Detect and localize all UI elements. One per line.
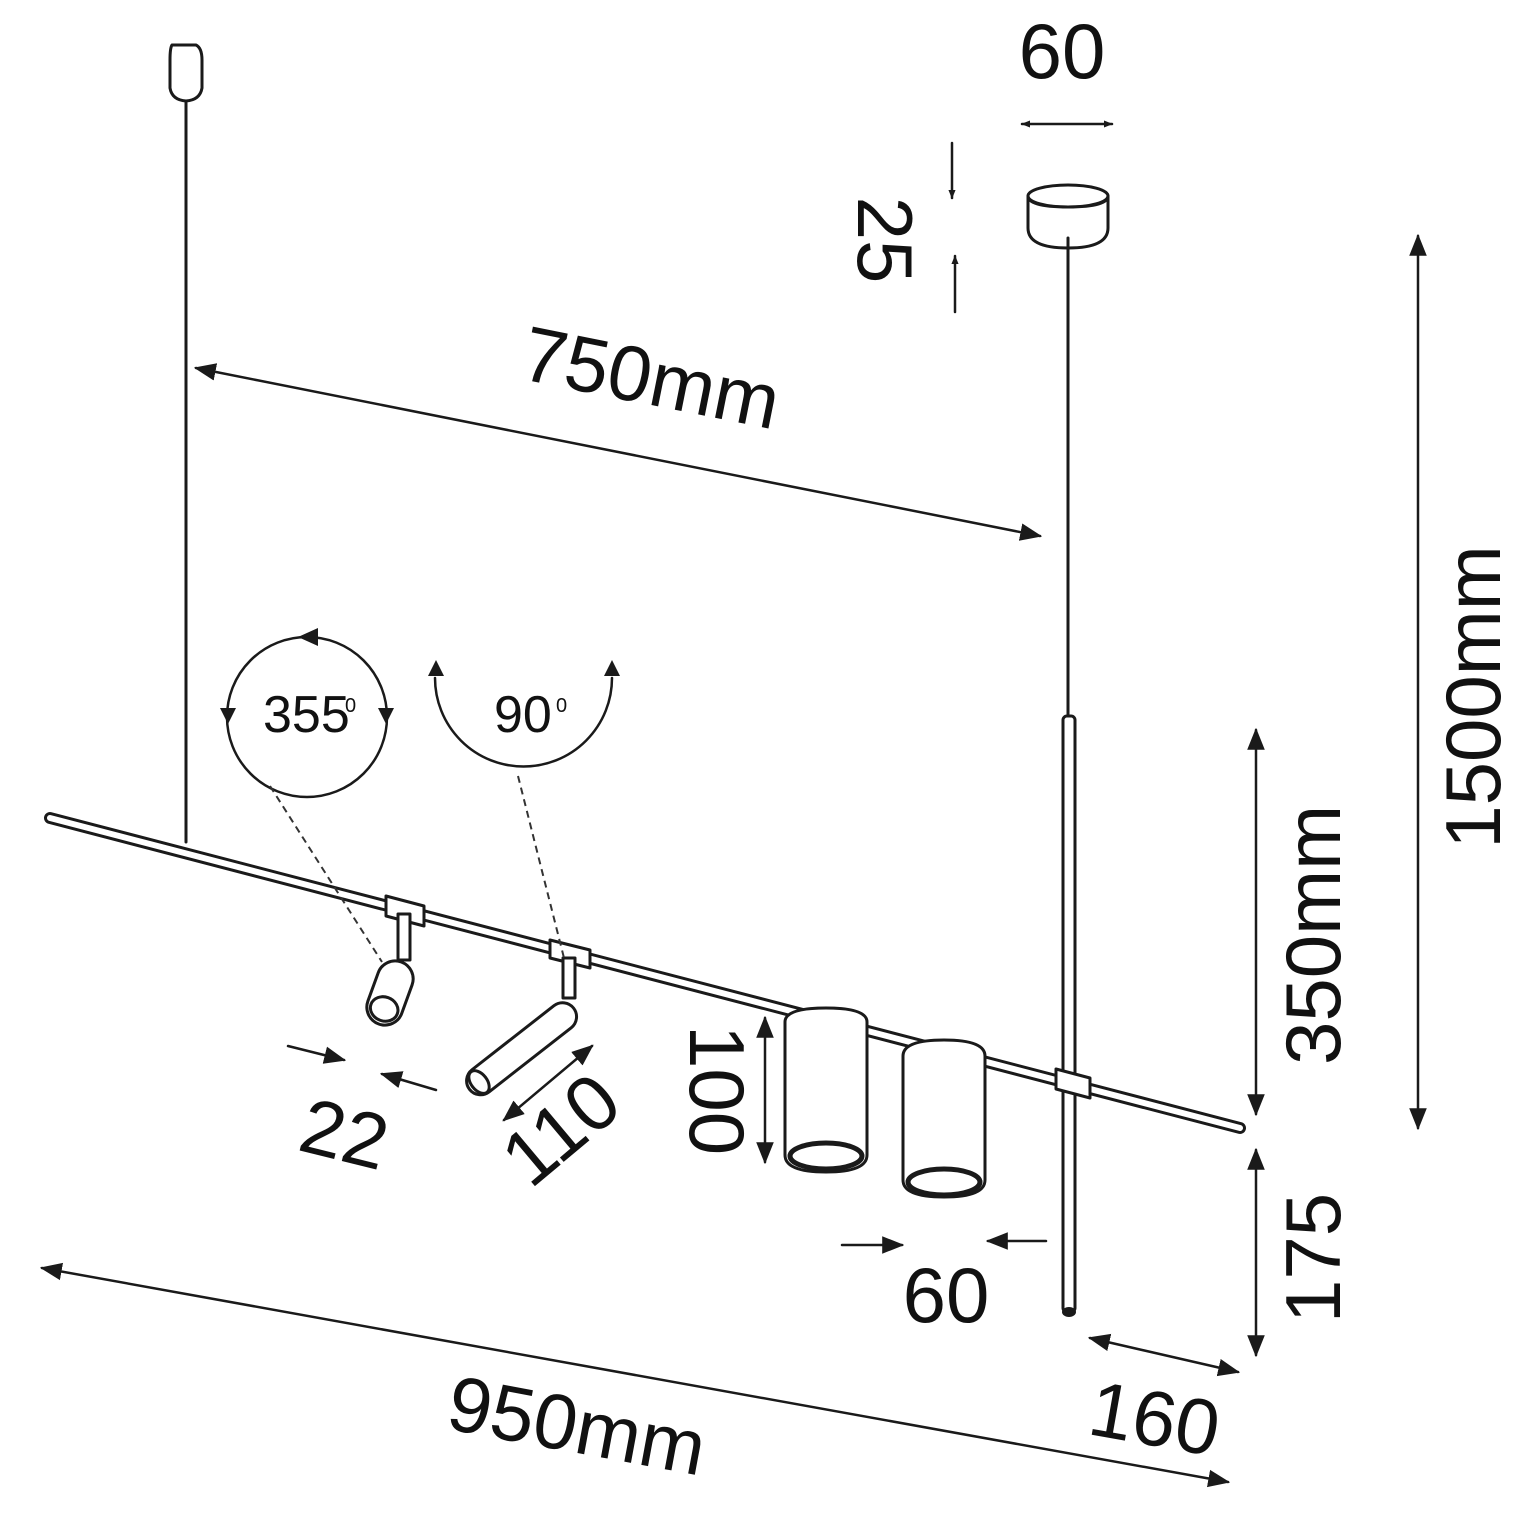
left-ceiling-hook <box>168 43 204 103</box>
rotation-355-leader <box>269 785 383 963</box>
rotation-355-indicator: 355 0 <box>220 628 394 963</box>
total-length-label: 950mm <box>441 1358 713 1492</box>
rod-offset-label: 160 <box>1083 1364 1226 1473</box>
vertical-light-rod <box>1061 714 1077 1314</box>
ceiling-canopy <box>1026 194 1110 250</box>
spot1-stem <box>396 912 412 962</box>
rotation-90-leader <box>517 775 565 959</box>
dimension-rod-bottom: 175 <box>1247 1147 1357 1358</box>
rod-top-label: 350mm <box>1269 805 1357 1065</box>
cylinder-diameter-label: 60 <box>903 1251 990 1339</box>
rod-coupling <box>1054 1067 1092 1100</box>
spot2-stem <box>561 956 577 1000</box>
left-suspension <box>168 43 204 844</box>
rotation-90-degree: 0 <box>556 695 567 717</box>
cylinder-spot-1 <box>783 1006 869 1174</box>
cylinder-1-opening <box>787 1140 865 1172</box>
total-drop-label: 1500mm <box>1429 545 1517 848</box>
dimension-rod-top: 350mm <box>1247 727 1357 1117</box>
dimension-suspension-span: 750mm <box>193 309 1043 541</box>
canopy-height-label: 25 <box>841 197 929 284</box>
canopy-width-label: 60 <box>1019 7 1106 95</box>
cylinder-spot-2 <box>901 1038 987 1199</box>
small-spot-rotating <box>365 894 426 1027</box>
dimension-small-spot-diameter: 22 <box>286 1044 438 1187</box>
rotation-90-indicator: 90 0 <box>428 660 620 959</box>
dimension-cylinder-diameter: 60 <box>840 1232 1048 1339</box>
rotation-90-value: 90 <box>494 686 552 744</box>
dimension-cylinder-height: 100 <box>673 1015 774 1165</box>
dimension-total-length: 950mm <box>39 1262 1231 1492</box>
right-suspension <box>1026 183 1110 1317</box>
track-bar <box>44 812 1246 1134</box>
dimension-canopy-height: 25 <box>841 141 959 314</box>
cylinder-height-label: 100 <box>673 1025 761 1155</box>
rod-end-cap <box>1062 1307 1076 1317</box>
dimension-total-drop: 1500mm <box>1409 233 1517 1131</box>
rotation-355-degree: 0 <box>345 695 356 717</box>
cylinder-2-opening <box>905 1166 983 1198</box>
rotation-355-value: 355 <box>263 686 350 744</box>
spot2-lens <box>467 1069 491 1095</box>
spot1-lens <box>368 995 400 1023</box>
rod-bottom-label: 175 <box>1269 1193 1357 1323</box>
spot2-adapter <box>548 938 592 970</box>
spot1-adapter <box>384 894 426 928</box>
suspension-span-label: 750mm <box>515 309 787 446</box>
dimension-rod-offset: 160 <box>1083 1333 1241 1473</box>
small-spot-diameter-label: 22 <box>292 1081 397 1187</box>
dimension-canopy-width: 60 <box>1019 7 1114 128</box>
